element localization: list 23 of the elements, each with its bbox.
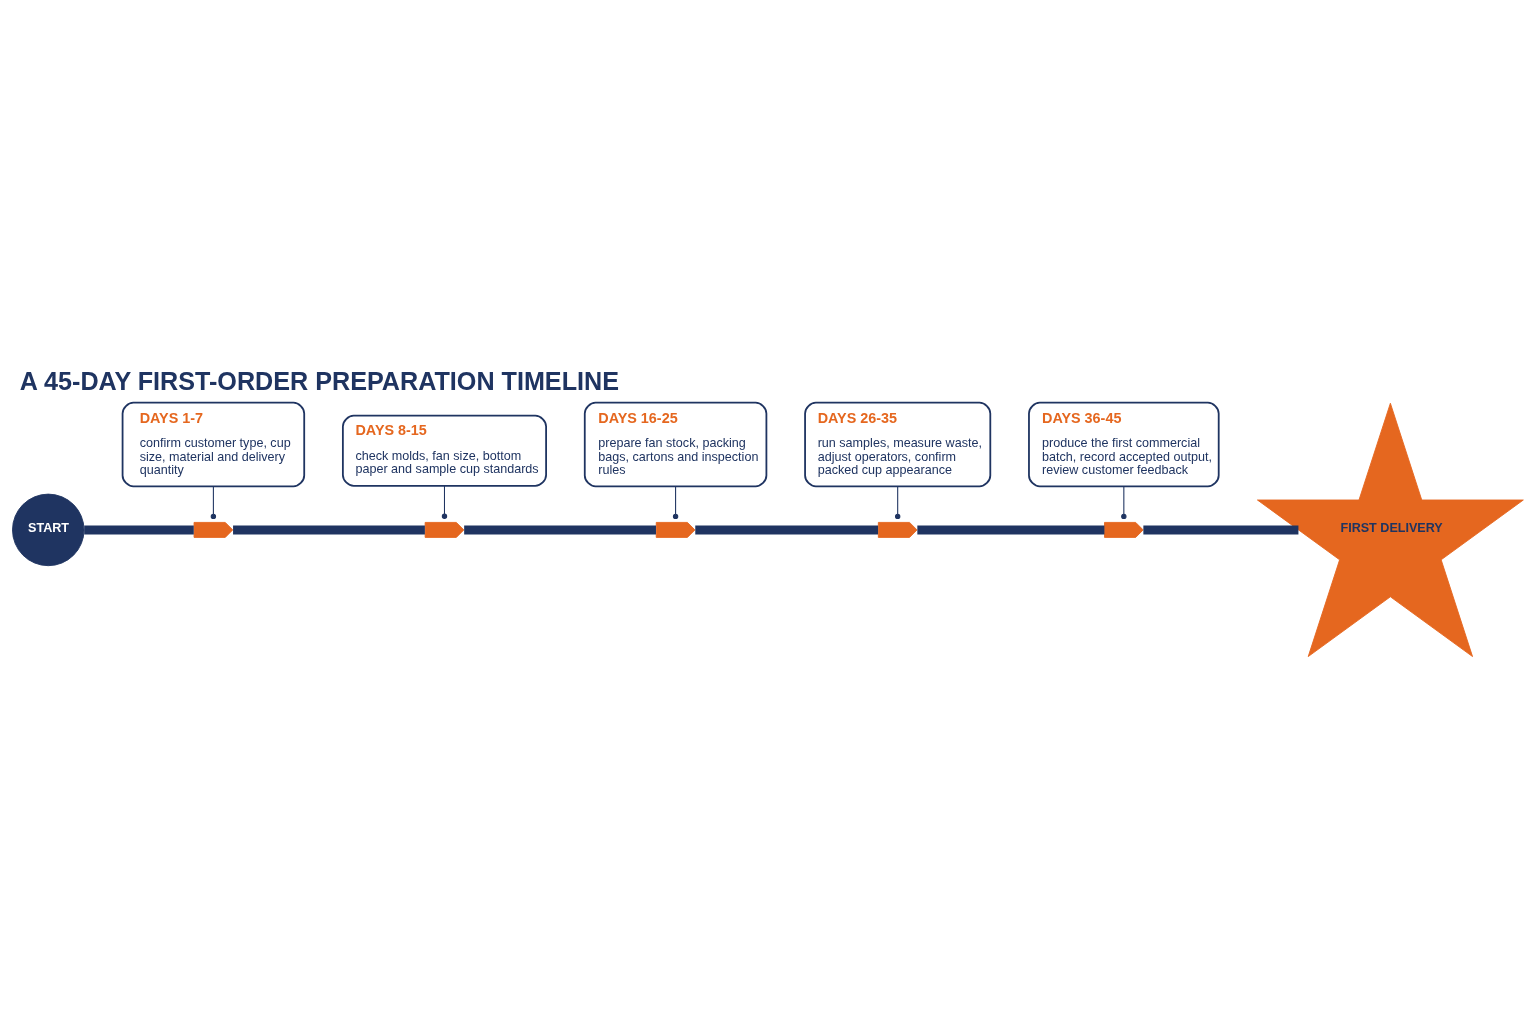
node-flag: [877, 521, 918, 538]
node-circle: START: [12, 493, 85, 567]
connector: [233, 525, 425, 535]
connector: [895, 485, 901, 520]
connector: [441, 485, 448, 519]
connector: [1121, 485, 1127, 520]
node-box: DAYS 8-15 check molds, fan size, bottom paper and sample cup standards: [342, 414, 547, 487]
connector: [672, 485, 679, 520]
connector: [464, 525, 656, 535]
connector: [1143, 525, 1299, 535]
connector: [917, 525, 1105, 535]
connector: [210, 485, 217, 520]
connector: [84, 525, 194, 535]
node-box: DAYS 16-25 prepare fan stock, packing bags, cartons and inspection rules: [583, 401, 768, 488]
node-flag: [193, 521, 234, 538]
connector: [695, 525, 879, 535]
node-box: DAYS 26-35 run samples, measure waste, adjust operators, confirm packed cup appearance: [804, 401, 992, 488]
diagram-title: A 45-DAY FIRST-ORDER PREPARATION TIMELINE: [19, 367, 619, 396]
node-box: DAYS 36-45 produce the first commercial batch, record accepted output, review customer feedback: [1028, 401, 1220, 488]
node-flag: [1104, 521, 1144, 538]
node-flag: [424, 521, 465, 538]
node-flag: [655, 521, 696, 538]
node-box: DAYS 1-7 confirm customer type, cup size, material and delivery quantity: [121, 401, 306, 488]
